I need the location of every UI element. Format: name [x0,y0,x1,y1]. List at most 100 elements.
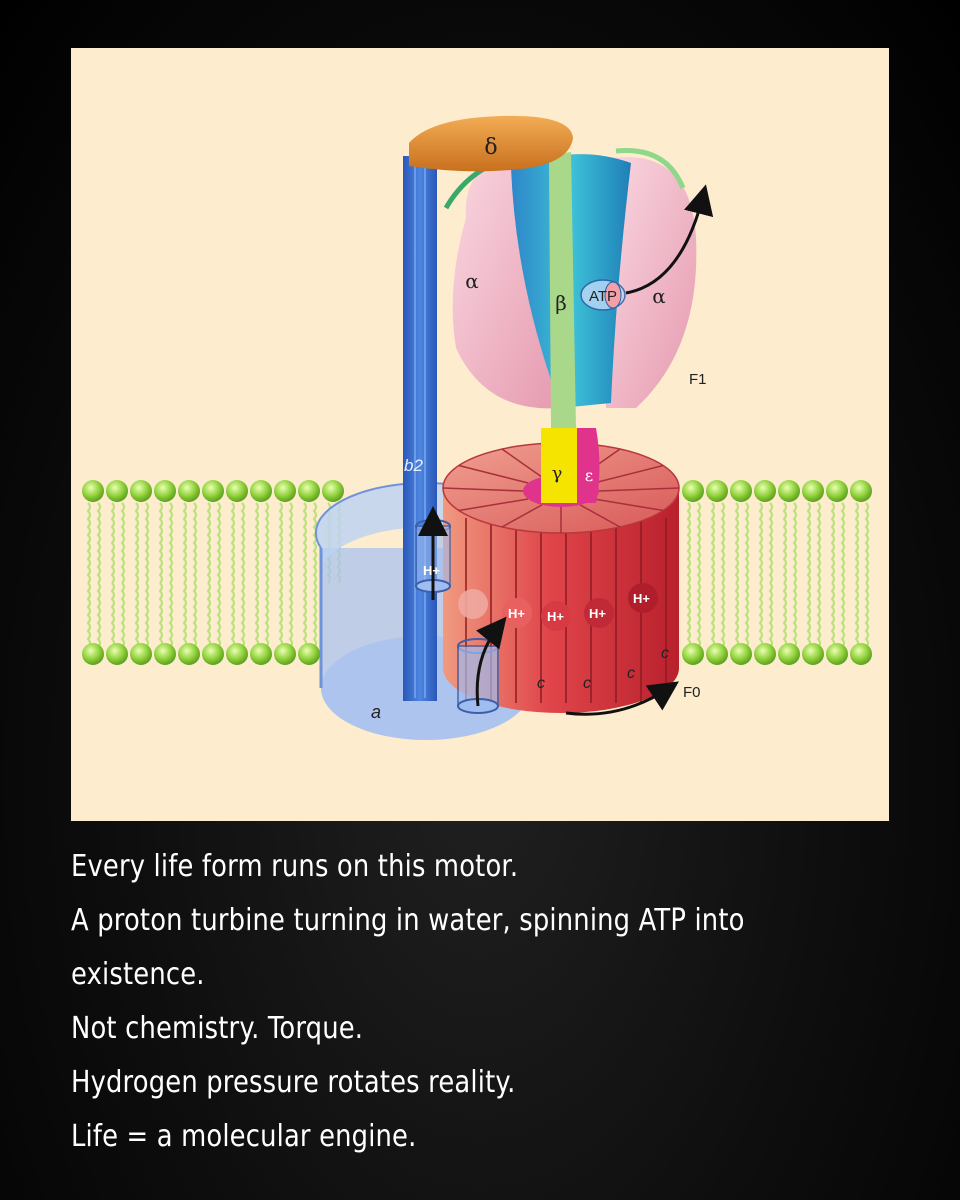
label-proton-channel: H+ [423,563,440,578]
lipid-tail [146,503,148,583]
lipid-head [802,643,824,665]
lipid-head [802,480,824,502]
lipid-tail [194,503,196,583]
lipid-head [82,643,104,665]
lipid-tail [242,583,244,647]
lipid-tail [88,583,90,647]
lipid-tail [112,503,114,583]
caption-line-4: Not chemistry. Torque. [71,1002,785,1056]
lipid-tail [842,583,844,647]
lipid-tail [160,503,162,583]
atp-synthase-diagram: δ α α β ATP F1 b2 γ ε a c c c c F0 H+ H+… [71,48,889,821]
lipid-tail [712,583,714,647]
lipid-tail [314,503,316,583]
lipid-tail [760,503,762,583]
lipid-head [730,480,752,502]
lipid-head [106,480,128,502]
lipid-tail [98,503,100,583]
lipid-tail [160,583,162,647]
lipid-head [778,480,800,502]
lipid-tail [88,503,90,583]
lipid-tail [136,583,138,647]
lipid-tail [218,503,220,583]
lipid-tail [856,583,858,647]
lipid-head [226,643,248,665]
lipid-head [730,643,752,665]
lipid-tail [808,503,810,583]
lipid-tail [794,583,796,647]
lipid-head [850,643,872,665]
lipid-head [82,480,104,502]
lipid-tail [722,583,724,647]
lipid-tail [290,503,292,583]
lipid-tail [698,583,700,647]
lipid-head [754,643,776,665]
label-c-1: c [537,675,545,692]
label-f0: F0 [683,684,701,701]
lipid-tail [290,583,292,647]
lipid-head [202,643,224,665]
lipid-tail [746,583,748,647]
lipid-tail [256,583,258,647]
lipid-tail [208,583,210,647]
label-atp: ATP [589,288,617,305]
lipid-tail [736,583,738,647]
lipid-tail [722,503,724,583]
caption-line-5: Hydrogen pressure rotates reality. [71,1056,785,1110]
lipid-tail [136,503,138,583]
lipid-tail [232,503,234,583]
lipid-tail [832,583,834,647]
lipid-tail [784,583,786,647]
lipid-tail [194,583,196,647]
lipid-tail [818,503,820,583]
lipid-tail [688,503,690,583]
label-proton-3: H+ [589,606,606,621]
lipid-head [178,643,200,665]
label-c-2: c [583,675,591,692]
label-proton-4: H+ [633,591,650,606]
label-alpha-left: α [465,269,479,293]
lipid-tail [146,583,148,647]
label-alpha-right: α [652,284,666,308]
lipid-tail [866,583,868,647]
lipid-head [130,480,152,502]
lipid-head [274,643,296,665]
lipid-head [298,480,320,502]
lipid-head [778,643,800,665]
label-c-4: c [661,645,669,662]
lipid-head [850,480,872,502]
lipid-tail [122,583,124,647]
lipid-head [706,480,728,502]
lipid-head [754,480,776,502]
lipid-tail [688,583,690,647]
lipid-head [706,643,728,665]
lipid-tail [184,503,186,583]
label-b2: b2 [404,456,423,475]
lipid-tail [794,503,796,583]
lipid-tail [842,503,844,583]
lipid-head [178,480,200,502]
lipid-head [130,643,152,665]
lipid-tail [808,583,810,647]
label-a: a [371,702,381,722]
lipid-tail [856,503,858,583]
lipid-head [826,480,848,502]
lipid-tail [314,583,316,647]
lipid-tail [818,583,820,647]
lipid-tail [242,503,244,583]
lipid-tail [280,503,282,583]
lipid-head [250,480,272,502]
label-gamma: γ [552,463,563,484]
lipid-head [250,643,272,665]
lipid-tail [232,583,234,647]
label-f1: F1 [689,371,707,388]
label-proton-1: H+ [508,606,525,621]
lipid-tail [98,583,100,647]
lipid-tail [866,503,868,583]
label-beta: β [555,291,567,315]
lipid-tail [208,503,210,583]
lipid-tail [770,503,772,583]
lipid-head [682,643,704,665]
lipid-tail [112,583,114,647]
caption-line-2: A proton turbine turning in water, spinn… [71,894,785,948]
